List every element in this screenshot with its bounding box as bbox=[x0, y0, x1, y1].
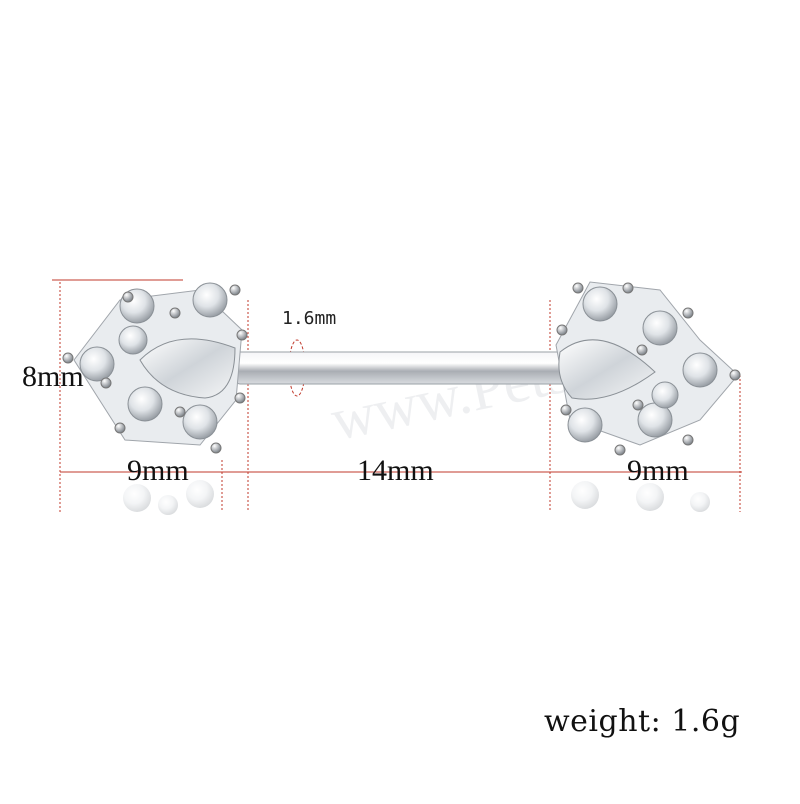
weight-label: weight: 1.6g bbox=[544, 704, 741, 739]
left-flower-reflection bbox=[123, 480, 214, 515]
right-flower-reflection bbox=[571, 481, 710, 512]
right-width-dimension-label: 9mm bbox=[627, 454, 689, 487]
bar-length-dimension-label: 14mm bbox=[357, 454, 434, 487]
right-pear-stone bbox=[558, 339, 656, 400]
left-flower-end bbox=[62, 282, 248, 515]
height-dimension-label: 8mm bbox=[22, 360, 84, 393]
right-flower-end bbox=[555, 281, 741, 512]
left-width-dimension-label: 9mm bbox=[127, 454, 189, 487]
gauge-dimension-label: 1.6mm bbox=[282, 308, 337, 329]
left-pear-stone bbox=[139, 338, 236, 399]
barbell-bar bbox=[235, 351, 567, 385]
